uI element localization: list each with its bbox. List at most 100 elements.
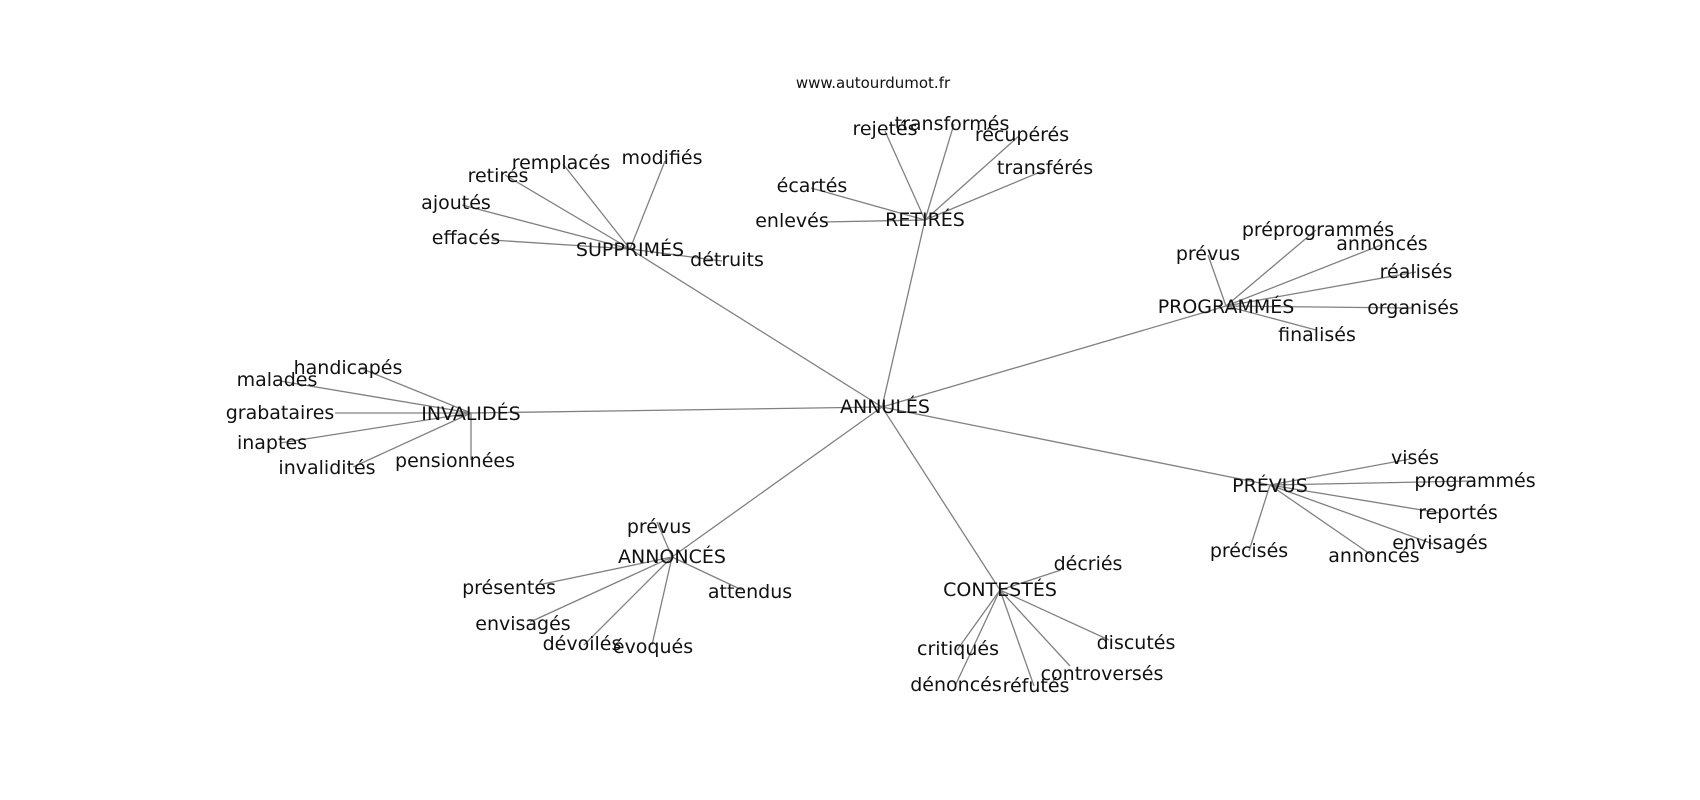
- word-node: prévus: [1176, 243, 1240, 265]
- word-node: discutés: [1097, 632, 1176, 654]
- edges: [279, 123, 1473, 687]
- edge-center-to-hub: [671, 406, 883, 558]
- edge-hub-to-word: [651, 556, 673, 646]
- word-node: programmés: [1414, 470, 1535, 492]
- word-node: envisagés: [1392, 532, 1487, 554]
- edge-hub-to-word: [999, 589, 1035, 687]
- word-node: effacés: [432, 227, 500, 249]
- edge-hub-to-word: [884, 130, 926, 221]
- word-node: présentés: [462, 577, 556, 599]
- edge-hub-to-word: [504, 174, 631, 250]
- word-node: malades: [237, 369, 318, 391]
- edge-hub-to-word: [1248, 484, 1271, 552]
- word-node: décriés: [1054, 553, 1123, 575]
- word-node: pensionnées: [395, 450, 515, 472]
- edge-hub-to-word: [1225, 305, 1317, 331]
- word-node: rejetés: [852, 118, 917, 140]
- hub-node: SUPPRIMÉS: [576, 238, 684, 261]
- word-node: controversés: [1041, 663, 1164, 685]
- word-node: annoncés: [1328, 545, 1419, 567]
- edge-hub-to-word: [955, 589, 1001, 685]
- word-node: grabataires: [226, 402, 335, 424]
- edge-hub-to-word: [629, 248, 723, 262]
- word-node: ajoutés: [421, 192, 491, 214]
- word-node: attendus: [708, 581, 792, 603]
- edge-center-to-hub: [881, 406, 1001, 591]
- edge-hub-to-word: [279, 412, 472, 444]
- word-node: finalisés: [1278, 324, 1356, 346]
- word-node: enlevés: [755, 210, 829, 232]
- word-node: transformés: [895, 113, 1010, 135]
- word-node: dévoilés: [543, 633, 622, 655]
- edge-hub-to-word: [1225, 271, 1417, 307]
- word-node: organisés: [1367, 297, 1459, 319]
- edge-hub-to-word: [629, 160, 666, 250]
- word-node: écartés: [777, 175, 848, 197]
- edge-center-to-hub: [470, 406, 883, 414]
- edge-hub-to-word: [1269, 458, 1411, 486]
- edge-hub-to-word: [999, 589, 1071, 667]
- edge-hub-to-word: [671, 556, 743, 591]
- word-node: invalidités: [278, 457, 375, 479]
- edge-center-to-hub: [881, 305, 1227, 408]
- word-node: récupérés: [975, 124, 1069, 146]
- edge-hub-to-word: [1269, 480, 1473, 486]
- edge-center-to-hub: [881, 219, 926, 408]
- edge-hub-to-word: [359, 367, 472, 414]
- edge-hub-to-word: [1269, 484, 1441, 514]
- word-node: envisagés: [475, 613, 570, 635]
- word-node: annoncés: [1336, 233, 1427, 255]
- edge-hub-to-word: [542, 556, 673, 585]
- word-node: réfutés: [1003, 675, 1070, 697]
- edge-center-to-hub: [629, 248, 883, 408]
- edge-hub-to-word: [352, 412, 472, 468]
- edge-hub-to-word: [279, 380, 472, 414]
- word-node: prévus: [627, 516, 691, 538]
- hub-node: PRÉVUS: [1232, 474, 1308, 497]
- edge-hub-to-word: [529, 556, 673, 623]
- edge-hub-to-word: [656, 521, 673, 558]
- word-node: précisés: [1210, 540, 1288, 562]
- hub-node: PROGRAMMÉS: [1158, 295, 1295, 318]
- edge-hub-to-word: [924, 169, 1046, 221]
- edge-hub-to-word: [1207, 254, 1227, 307]
- word-node: retirés: [468, 165, 529, 187]
- edge-hub-to-word: [956, 589, 1001, 651]
- edge-center-to-hub: [881, 406, 1271, 486]
- hub-node: RETIRÉS: [885, 208, 965, 231]
- edge-hub-to-word: [583, 556, 673, 646]
- word-node: transférés: [997, 157, 1093, 179]
- edge-hub-to-word: [999, 569, 1062, 591]
- edge-hub-to-word: [1269, 484, 1434, 545]
- hub-node: CONTESTÉS: [943, 578, 1057, 601]
- edge-hub-to-word: [461, 204, 631, 250]
- word-node: remplacés: [512, 152, 611, 174]
- word-node: critiqués: [917, 638, 999, 660]
- edge-hub-to-word: [491, 239, 631, 250]
- hub-node: ANNONCÉS: [618, 545, 726, 568]
- center-node: ANNULÉS: [840, 395, 930, 418]
- watermark-text: www.autourdumot.fr: [796, 74, 951, 92]
- edge-hub-to-word: [1269, 484, 1374, 557]
- edge-hub-to-word: [1225, 244, 1382, 307]
- word-node: modifiés: [621, 147, 702, 169]
- word-node: évoqués: [613, 636, 693, 658]
- edge-hub-to-word: [999, 589, 1110, 641]
- edge-hub-to-word: [924, 123, 955, 221]
- hub-node: INVALIDÉS: [421, 402, 520, 425]
- word-node: dénoncés: [910, 674, 1002, 696]
- edge-hub-to-word: [821, 219, 926, 223]
- edge-hub-to-word: [924, 134, 1021, 221]
- word-node: préprogrammés: [1242, 219, 1394, 241]
- word-node: visés: [1391, 447, 1439, 469]
- word-node: inaptes: [237, 432, 307, 454]
- edge-hub-to-word: [1225, 305, 1414, 309]
- word-node: réalisés: [1380, 261, 1453, 283]
- edge-hub-to-word: [562, 163, 631, 250]
- edge-hub-to-word: [810, 187, 926, 221]
- word-node: détruits: [690, 249, 764, 271]
- word-node: handicapés: [294, 357, 403, 379]
- edge-hub-to-word: [1225, 229, 1317, 307]
